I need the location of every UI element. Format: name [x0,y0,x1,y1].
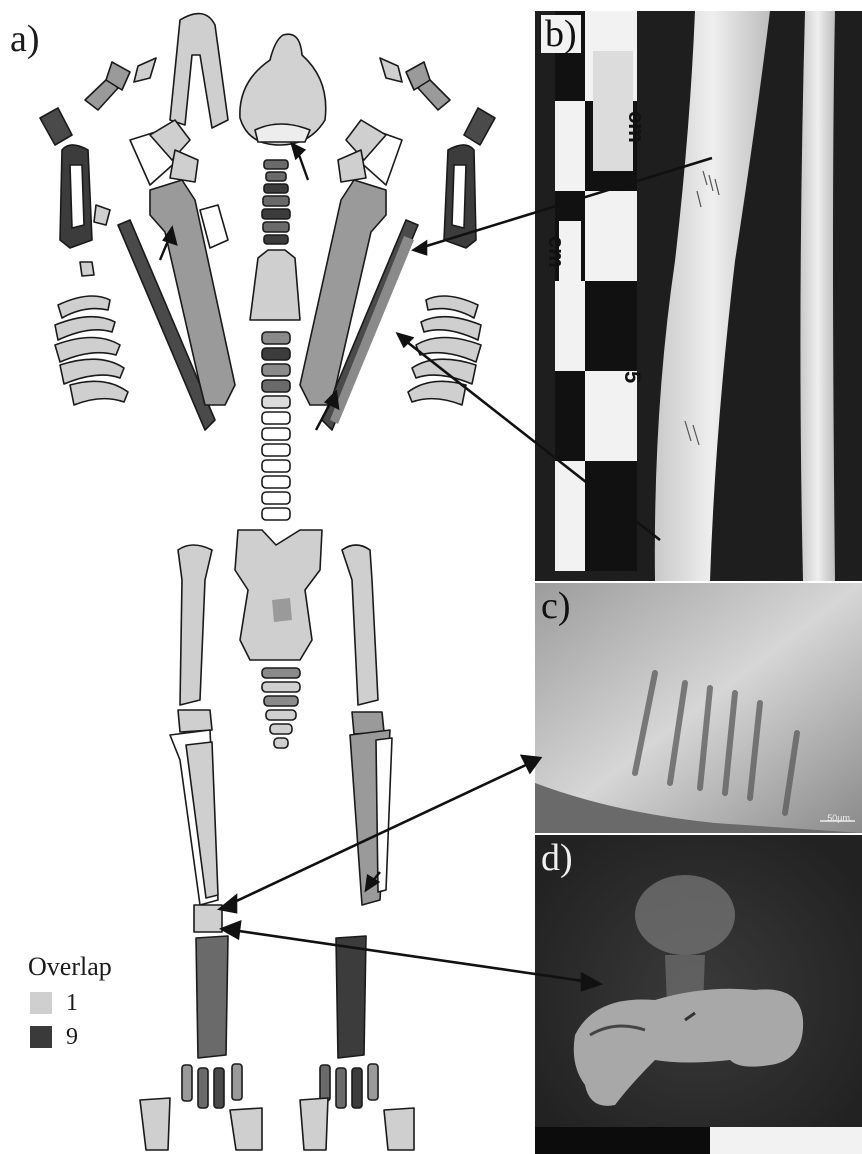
legend-title: Overlap [28,952,112,982]
cervical-vertebrae [262,160,290,244]
talus-photo [535,835,862,1154]
micrograph-image [535,583,862,833]
left-ribs [55,296,128,405]
caudal-vertebrae [262,668,300,748]
left-femur [178,545,212,705]
left-metatarsus [196,936,228,1058]
right-metatarsus [336,936,366,1058]
right-phalanges [300,1064,414,1150]
left-clavicle [40,108,72,145]
photo-c-micrograph: 50µm c) [535,583,862,833]
micrograph-scale-bar: 50µm [827,813,850,823]
photo-b-bone-cutmarks: cm cm 5 b) [535,11,862,581]
legend-swatch-1 [30,992,52,1014]
pelvis [235,530,322,660]
panel-d-label: d) [541,839,573,877]
sternum [250,250,300,320]
ruler-unit-top: cm [623,111,649,143]
right-ribs [408,296,481,405]
photo-d-bone-closeup: d) [535,835,862,1154]
legend-value-1: 1 [66,990,78,1017]
mandible [170,14,228,128]
left-phalanges [140,1064,262,1150]
ruler-unit-mid: cm [543,236,569,268]
panel-c-label: c) [541,587,571,625]
legend-value-9: 9 [66,1024,78,1051]
panel-a-label: a) [10,20,40,58]
panel-b-label: b) [541,15,581,53]
ruler-number: 5 [619,371,645,383]
right-femur [342,545,378,705]
thoracic-vertebrae [262,332,290,520]
bone-photo [535,11,862,581]
legend-swatch-9 [30,1026,52,1048]
left-talus [194,905,222,932]
scale-ruler [555,11,637,571]
